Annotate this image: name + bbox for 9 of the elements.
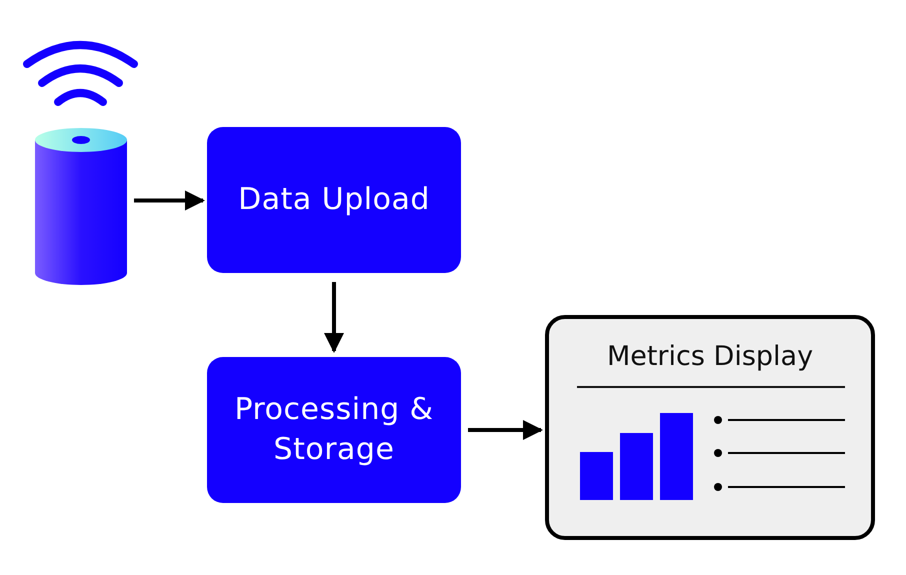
arrow: [134, 190, 205, 210]
process-box: [207, 357, 461, 503]
process-box: [207, 127, 461, 273]
arrow: [468, 420, 543, 440]
panel-title: Metrics Display: [606, 341, 814, 372]
process-label: Processing & Storage: [233, 391, 435, 469]
process-label: Data Upload: [237, 181, 431, 219]
display-panel: [545, 315, 875, 540]
arrow: [324, 282, 344, 353]
